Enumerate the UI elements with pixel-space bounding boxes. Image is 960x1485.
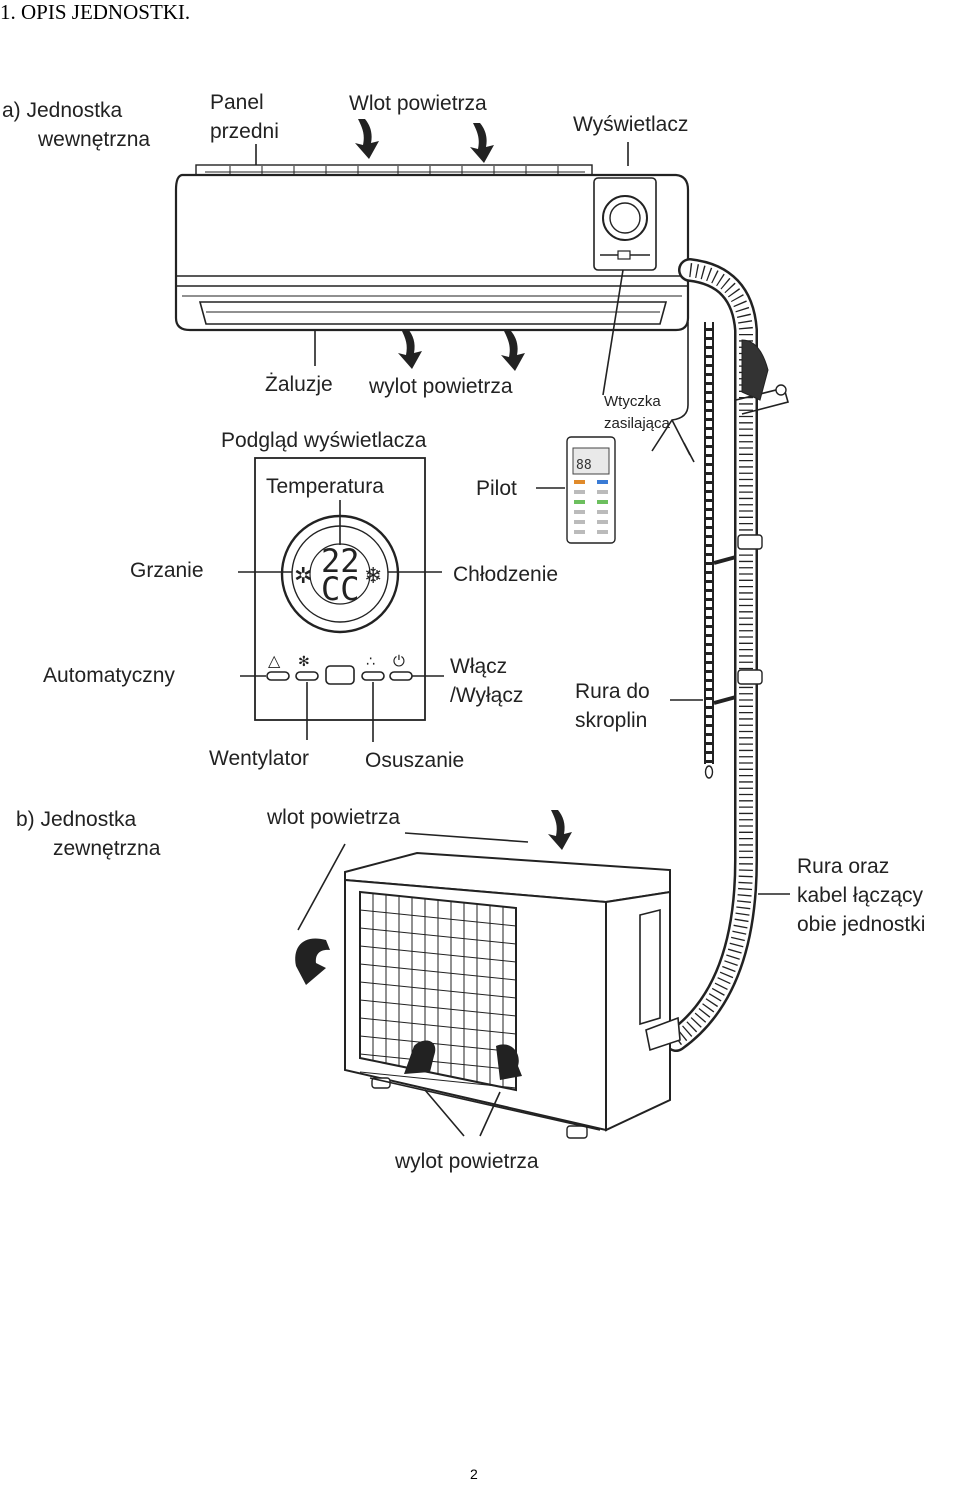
display-preview-panel: 22 CC ✲ ❄ △ ✻ ∴ ⏻ xyxy=(254,457,426,721)
louvers-label: Żaluzje xyxy=(265,373,333,396)
indoor-unit xyxy=(174,164,690,332)
plug-label-line1: Wtyczka xyxy=(604,393,661,410)
pipe-label-line2: kabel łączący xyxy=(797,884,924,907)
temperature-label: Temperatura xyxy=(266,475,384,498)
temperature-value: 22 xyxy=(321,542,360,580)
inlet-arrow-icon xyxy=(355,119,379,159)
connecting-pipe xyxy=(664,258,789,1052)
power-label-line1: Włącz xyxy=(450,655,507,678)
inlet-arrow-icon xyxy=(470,123,494,163)
side-inlet-arrow-icon xyxy=(295,938,330,985)
outlet-arrow-icon xyxy=(501,331,525,371)
fan-grille xyxy=(359,894,517,1089)
drain-hose xyxy=(704,322,714,779)
power-icon: ⏻ xyxy=(393,652,405,670)
indoor-title-line2: wewnętrzna xyxy=(37,128,150,151)
drain-label-line1: Rura do xyxy=(575,680,650,703)
pipe-label-line3: obie jednostki xyxy=(797,913,925,936)
fan-label: Wentylator xyxy=(209,747,309,770)
display-label: Wyświetlacz xyxy=(573,113,688,136)
heating-label: Grzanie xyxy=(130,559,204,582)
indoor-outlet-label: wylot powietrza xyxy=(368,375,513,398)
plug-label-line2: zasilająca xyxy=(604,415,671,432)
outdoor-title-line2: zewnętrzna xyxy=(53,837,161,860)
remote-control: 88 xyxy=(566,436,616,544)
remote-screen: 88 xyxy=(576,458,592,473)
indoor-inlet-label: Wlot powietrza xyxy=(349,92,487,115)
outdoor-inlet-label: wlot powietrza xyxy=(266,806,400,829)
auto-label: Automatyczny xyxy=(43,664,175,687)
fan-icon: ✻ xyxy=(298,654,310,670)
page-number: 2 xyxy=(470,1466,478,1482)
panel-label-line2: przedni xyxy=(210,120,279,143)
outdoor-title-line1: b) Jednostka xyxy=(16,808,137,831)
panel-label-line1: Panel xyxy=(210,91,264,114)
remote-label: Pilot xyxy=(476,477,517,500)
temperature-code: CC xyxy=(321,570,360,608)
section-heading: 1. OPIS JEDNOSTKI. xyxy=(0,0,191,24)
drain-label-line2: skroplin xyxy=(575,709,647,732)
auto-icon: △ xyxy=(268,651,281,670)
snowflake-icon: ❄ xyxy=(364,564,382,589)
power-label-line2: /Wyłącz xyxy=(450,684,523,707)
dry-icon: ∴ xyxy=(366,654,375,670)
indoor-title-line1: a) Jednostka xyxy=(2,99,123,122)
outdoor-outlet-arrow-icon xyxy=(404,1040,436,1074)
outlet-arrow-icon xyxy=(398,329,422,369)
pipe-label-line1: Rura oraz xyxy=(797,855,889,878)
sun-icon: ✲ xyxy=(294,564,312,589)
cooling-label: Chłodzenie xyxy=(453,563,558,586)
outdoor-unit xyxy=(344,851,681,1139)
outdoor-outlet-arrow-icon xyxy=(496,1044,522,1080)
outdoor-inlet-arrow-icon xyxy=(548,810,572,850)
display-preview-title: Podgląd wyświetlacza xyxy=(221,429,427,452)
outdoor-outlet-label: wylot powietrza xyxy=(394,1150,539,1173)
dry-label: Osuszanie xyxy=(365,749,464,772)
